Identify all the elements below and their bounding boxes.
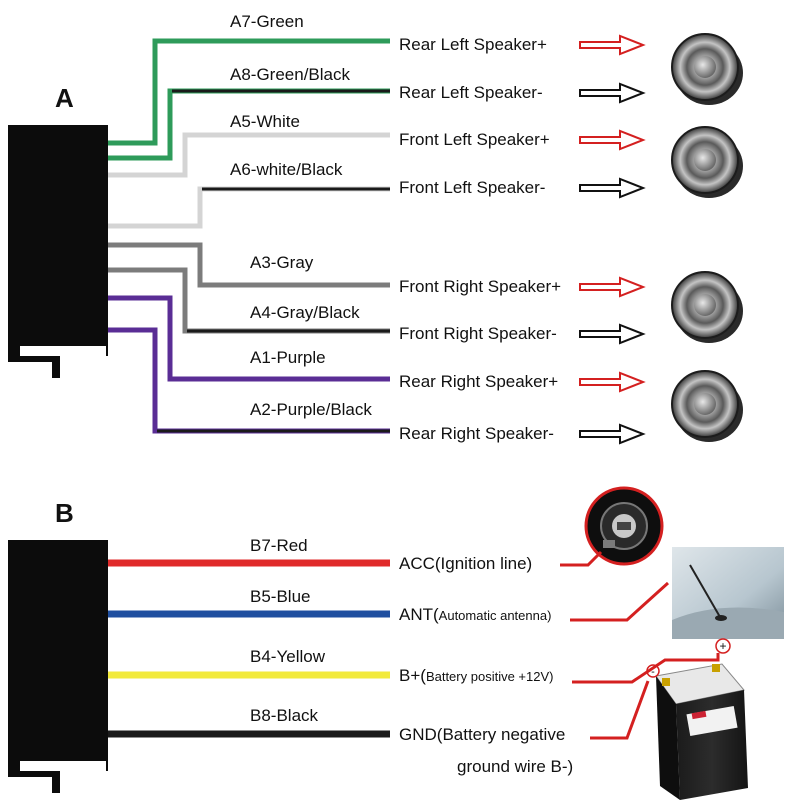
wire-label-a7-green: A7-Green: [230, 12, 304, 31]
wire-label-b7-red: B7-Red: [250, 536, 308, 555]
speakers: [671, 33, 743, 442]
wire-label-a2-purple-black: A2-Purple/Black: [250, 400, 372, 419]
function-label-a8-green-black: Rear Left Speaker-: [399, 83, 543, 102]
function-label-a5-white: Front Left Speaker+: [399, 130, 550, 149]
callout-acc: [560, 550, 603, 567]
wire-a5-white: [108, 132, 390, 178]
antenna-image: [672, 547, 784, 639]
wire-label-b5-blue: B5-Blue: [250, 587, 310, 606]
section-b-label: B: [55, 498, 74, 528]
battery-plus-marker: +: [715, 638, 731, 654]
connector-b: [8, 540, 108, 793]
arrows-section-a: [579, 34, 646, 445]
ignition-switch-image: [584, 486, 664, 566]
function-detail-b4-yellow: Battery positive +12V): [426, 669, 554, 684]
function-label-b4-yellow: B+(Battery positive +12V): [399, 666, 553, 685]
function-label-b8-black: GND(Battery negative: [399, 725, 565, 744]
speaker-dust-cap: [694, 56, 716, 78]
wire-label-a1-purple: A1-Purple: [250, 348, 326, 367]
arrow-a7-green: [579, 34, 646, 56]
battery-plus-symbol: +: [719, 639, 726, 653]
wire-a7-green: [108, 38, 390, 146]
battery-image: [655, 663, 748, 800]
arrow-a3-gray: [579, 276, 646, 298]
wire-label-b4-yellow: B4-Yellow: [250, 647, 326, 666]
wire-label-b8-black: B8-Black: [250, 706, 319, 725]
wire-a3-gray: [108, 242, 390, 288]
function-label-a3-gray: Front Right Speaker+: [399, 277, 561, 296]
function-label-a4-gray-black: Front Right Speaker-: [399, 324, 557, 343]
wire-label-a6-white-black: A6-white/Black: [230, 160, 343, 179]
arrow-a4-gray-black: [579, 323, 646, 345]
arrow-a1-purple: [579, 371, 646, 393]
arrow-a2-purple-black: [579, 423, 646, 445]
function-label-a2-purple-black: Rear Right Speaker-: [399, 424, 554, 443]
callout-ground: [590, 680, 650, 740]
function-main-b4-yellow: B+(: [399, 666, 426, 685]
function-main-b7-red: ACC(Ignition line): [399, 554, 532, 573]
speaker-dust-cap: [694, 149, 716, 171]
function-main-b8-black: GND(Battery negative: [399, 725, 565, 744]
callout-lines: [560, 550, 720, 740]
wire-a6-white-black: [108, 186, 390, 229]
wire-label-a3-gray: A3-Gray: [250, 253, 314, 272]
function-label-b5-blue: ANT(Automatic antenna): [399, 605, 551, 624]
wire-label-a5-white: A5-White: [230, 112, 300, 131]
speaker-front-right-icon: [671, 271, 743, 343]
wires-section-b: [108, 559, 390, 738]
wire-a1-purple: [108, 295, 390, 382]
function-label-gnd-line2: ground wire B-): [457, 757, 573, 776]
callout-battery-positive: [572, 653, 720, 684]
wire-label-a8-green-black: A8-Green/Black: [230, 65, 350, 84]
wires-section-a: [108, 38, 390, 434]
function-main-b5-blue: ANT(: [399, 605, 439, 624]
function-detail-b5-blue: Automatic antenna): [439, 608, 552, 623]
arrow-a6-white-black: [579, 177, 646, 199]
arrow-a5-white: [579, 129, 646, 151]
section-a-label: A: [55, 83, 74, 113]
function-label-a7-green: Rear Left Speaker+: [399, 35, 547, 54]
wire-label-a4-gray-black: A4-Gray/Black: [250, 303, 360, 322]
battery-minus-symbol: -: [651, 666, 655, 678]
connector-a: [8, 125, 108, 378]
callout-ant: [570, 581, 670, 622]
speaker-dust-cap: [694, 294, 716, 316]
function-label-a6-white-black: Front Left Speaker-: [399, 178, 545, 197]
speaker-front-left-icon: [671, 126, 743, 198]
arrow-a8-green-black: [579, 82, 646, 104]
function-label-a1-purple: Rear Right Speaker+: [399, 372, 558, 391]
battery-minus-marker: -: [646, 664, 660, 678]
speaker-rear-left-icon: [671, 33, 743, 105]
speaker-dust-cap: [694, 393, 716, 415]
function-label-b7-red: ACC(Ignition line): [399, 554, 532, 573]
speaker-rear-right-icon: [671, 370, 743, 442]
